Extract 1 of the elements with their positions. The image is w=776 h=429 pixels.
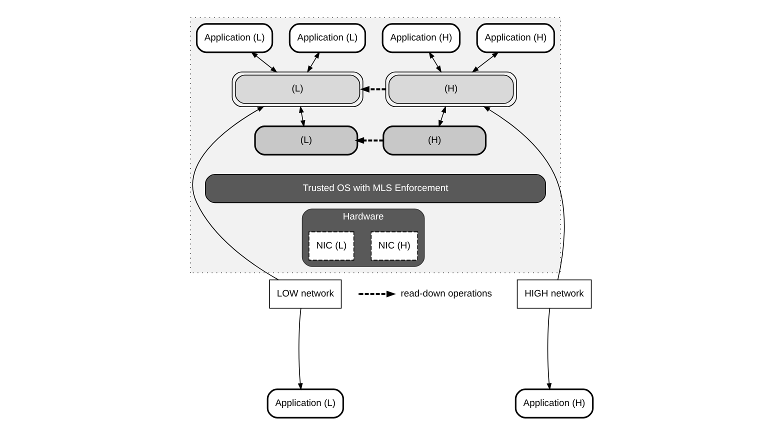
legend-label: read-down operations — [400, 288, 492, 300]
